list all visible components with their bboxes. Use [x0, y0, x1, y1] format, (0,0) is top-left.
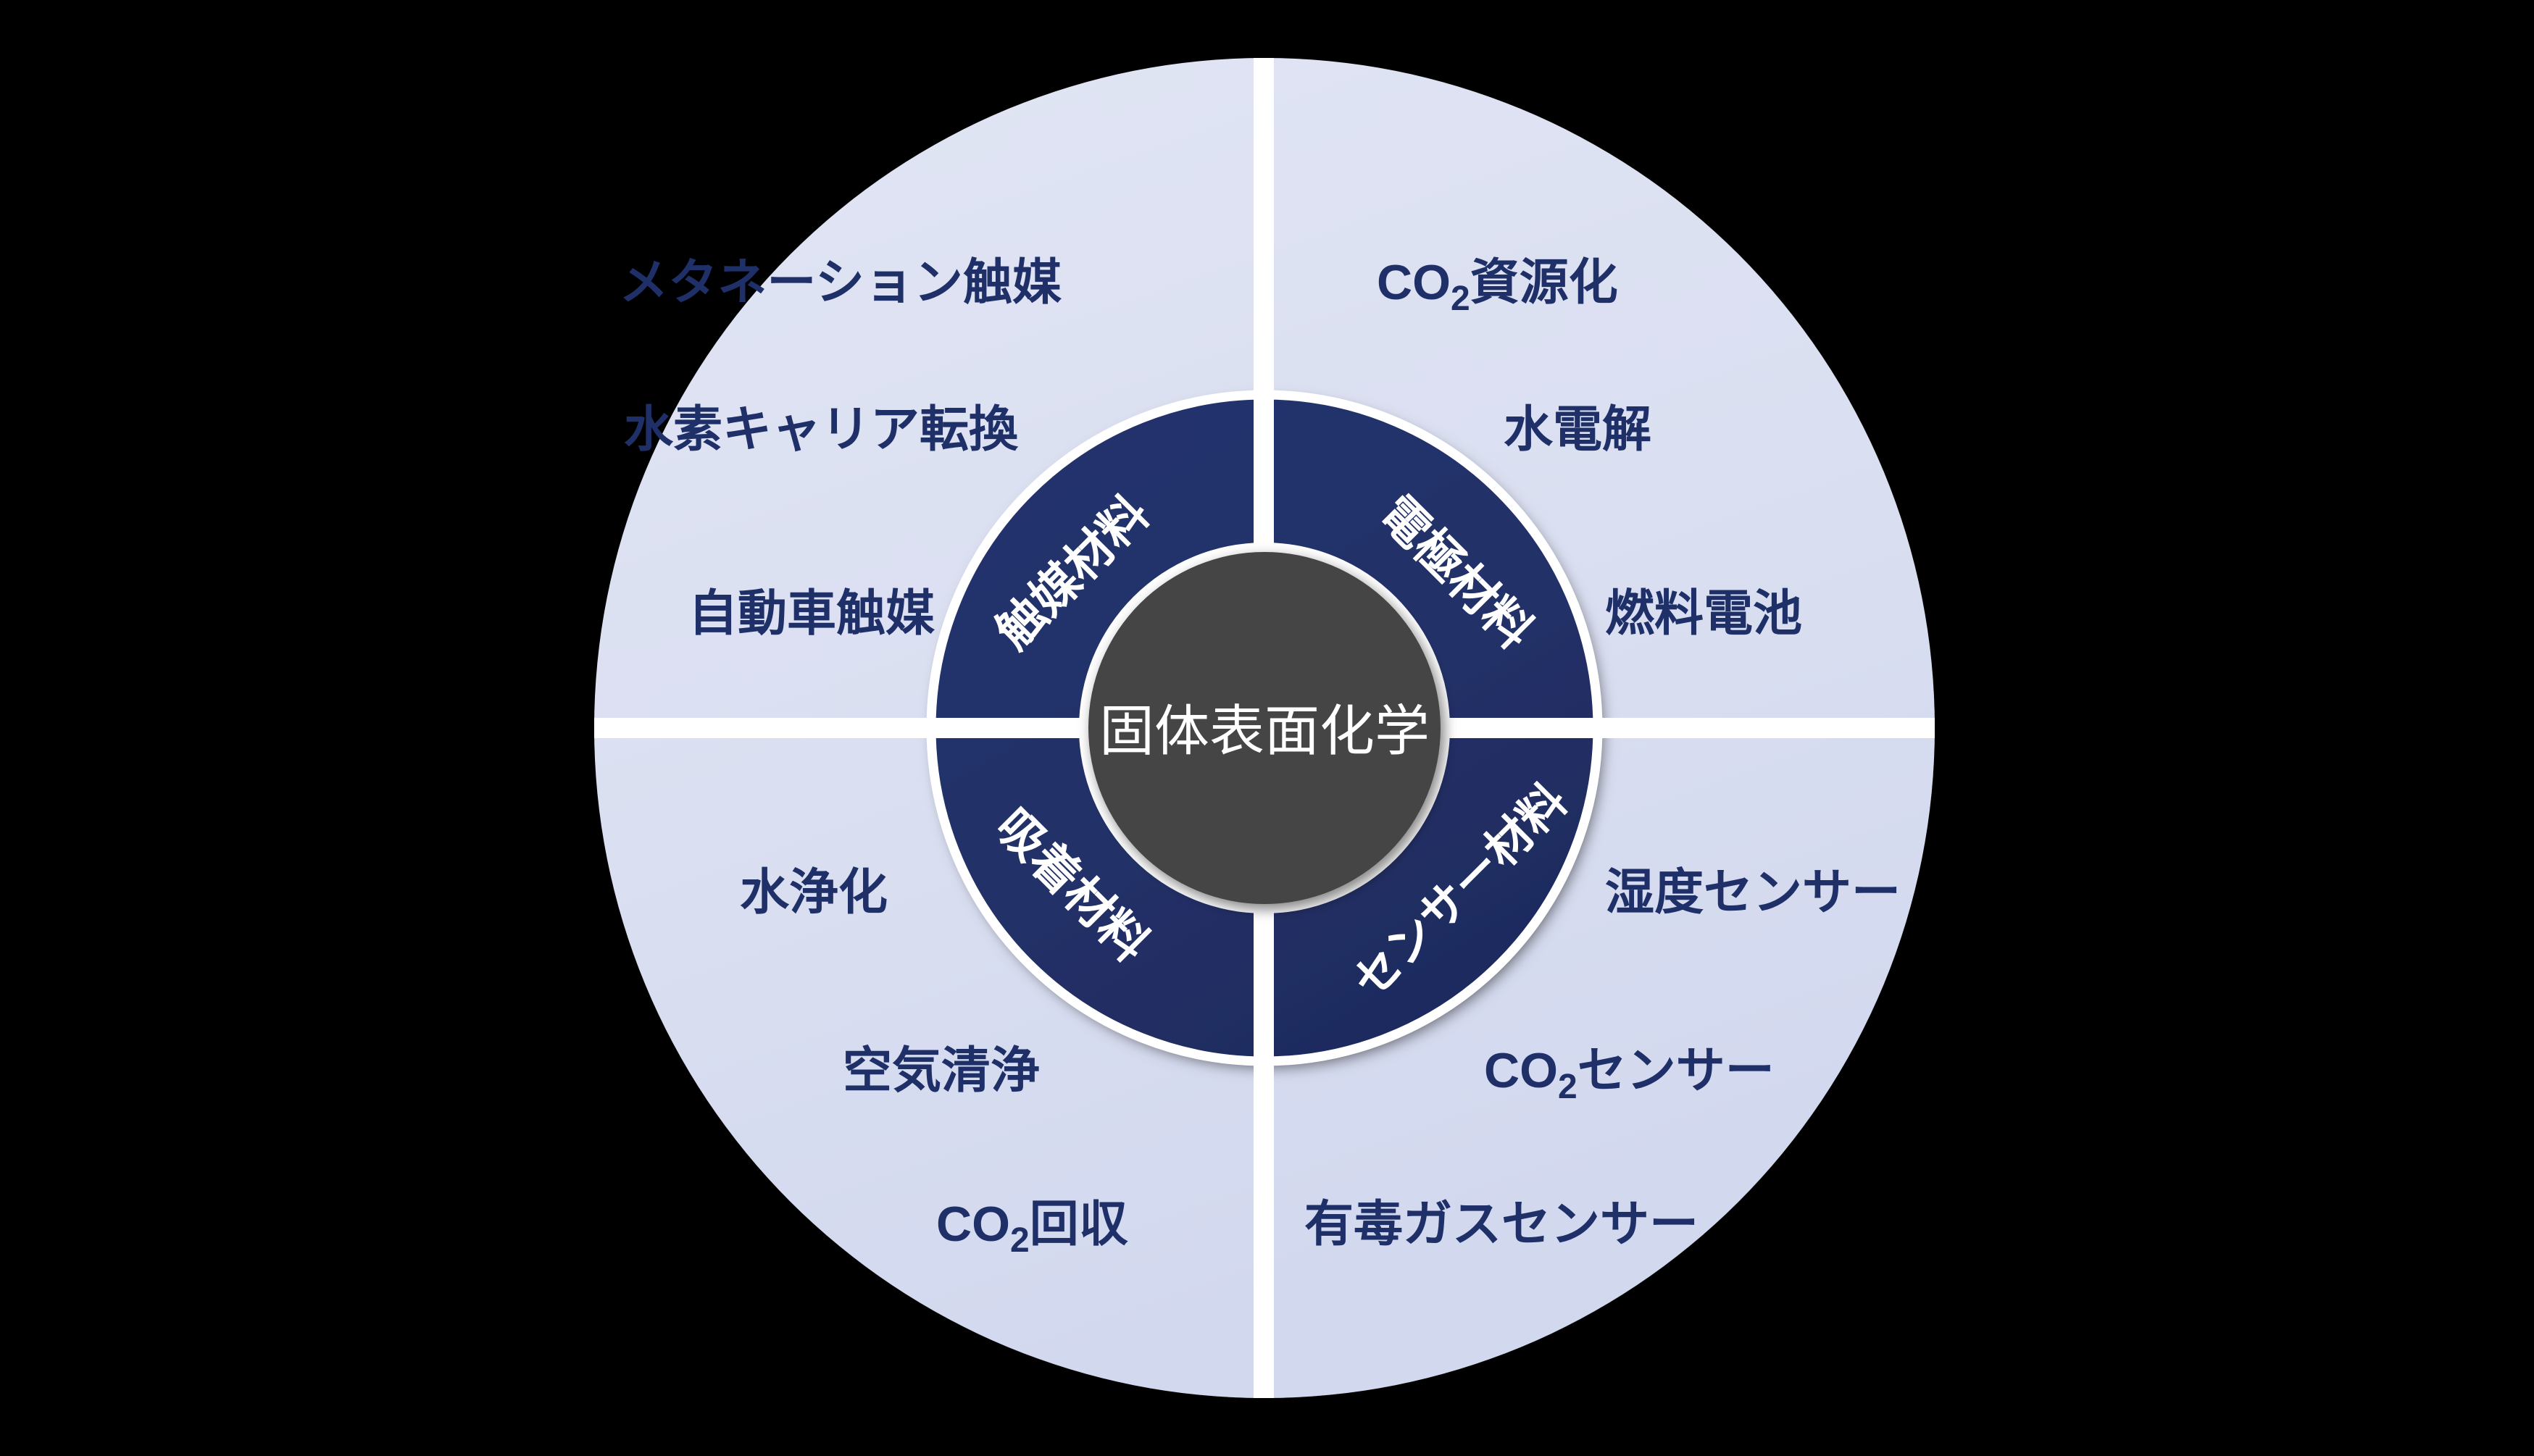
outer-labels-top-right: CO2資源化 水電解 燃料電池	[1377, 255, 1802, 641]
co2-capture-suffix-text: 回収	[1030, 1197, 1128, 1252]
outer-label-water-electrolysis: 水電解	[1504, 402, 1651, 457]
co2-resource-suffix-text: 資源化	[1470, 255, 1618, 310]
co2-sensor-prefix-text: CO	[1484, 1043, 1558, 1098]
outer-label-co2-resource-utilization: CO2資源化	[1377, 255, 1618, 318]
outer-label-hydrogen-carrier-conversion: 水素キャリア転換	[624, 402, 1019, 457]
outer-label-humidity-sensor: 湿度センサー	[1605, 865, 1901, 920]
core-group	[1079, 543, 1450, 913]
core-label: 固体表面化学	[1099, 701, 1430, 763]
outer-labels-top-left: メタネーション触媒 水素キャリア転換 自動車触媒	[619, 255, 1062, 641]
co2-prefix-text: CO	[1377, 255, 1451, 310]
co2-capture-prefix-text: CO	[936, 1197, 1010, 1252]
outer-label-automotive-catalyst: 自動車触媒	[688, 586, 935, 641]
outer-labels-bottom-right: 湿度センサー CO2センサー 有毒ガスセンサー	[1304, 865, 1901, 1252]
outer-label-fuel-cell: 燃料電池	[1605, 586, 1802, 641]
inner-annulus	[930, 395, 1598, 1061]
co2-capture-subscript-text: 2	[1010, 1221, 1030, 1260]
outer-label-co2-capture: CO2回収	[936, 1197, 1128, 1260]
core-disc	[1088, 552, 1441, 904]
outer-labels-bottom-left: 水浄化 空気清浄 CO2回収	[740, 865, 1128, 1260]
outer-label-co2-sensor: CO2センサー	[1484, 1043, 1775, 1106]
outer-label-methanation-catalyst: メタネーション触媒	[619, 255, 1062, 310]
outer-label-water-purification: 水浄化	[740, 865, 888, 920]
co2-sensor-subscript-text: 2	[1558, 1068, 1578, 1106]
outer-label-toxic-gas-sensor: 有毒ガスセンサー	[1304, 1197, 1699, 1252]
co2-sensor-suffix-text: センサー	[1578, 1043, 1775, 1098]
outer-label-air-purification: 空気清浄	[843, 1043, 1040, 1098]
co2-subscript-text: 2	[1451, 280, 1470, 318]
